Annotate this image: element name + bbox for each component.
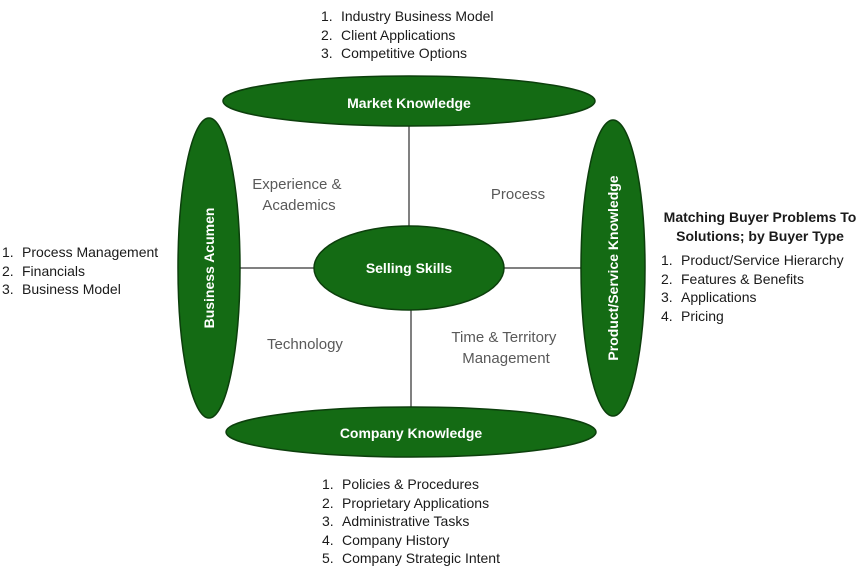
product-service-knowledge-label: Product/Service Knowledge (605, 175, 621, 360)
list-number: 1. (321, 8, 333, 24)
list-number: 2. (321, 26, 333, 43)
list-number: 2. (322, 494, 334, 511)
product-service-knowledge-oval (580, 119, 646, 417)
quadrant-bottom-right-line1: Time & Territory (451, 329, 557, 346)
quadrant-top-left-line2: Academics (262, 197, 335, 214)
selling-skills-oval (313, 225, 505, 311)
market-knowledge-oval (222, 75, 596, 127)
list-text: Company History (342, 531, 450, 548)
list-text: Business Model (22, 281, 121, 297)
quadrant-top-right: Process (491, 186, 545, 203)
list-item: 1. Process Management (2, 243, 158, 262)
list-item: 2. Financials (2, 262, 158, 281)
market-knowledge-label: Market Knowledge (347, 95, 471, 111)
list-item: 5. Company Strategic Intent (322, 549, 500, 568)
list-text: Administrative Tasks (342, 513, 470, 529)
list-item: 4. Company History (322, 531, 500, 550)
quadrant-top-left: Experience & Academics (252, 176, 345, 214)
list-text: Competitive Options (341, 45, 468, 61)
list-number: 2. (661, 270, 673, 287)
business-acumen-list: 1. Process Management 2. Financials 3. Busi… (2, 243, 158, 299)
list-item: 3. Administrative Tasks (322, 512, 500, 531)
list-text: Policies & Procedures (342, 476, 479, 492)
list-text: Applications (681, 289, 757, 305)
list-number: 1. (661, 252, 673, 268)
list-number: 1. (2, 244, 14, 260)
heading-line: Matching Buyer Problems To (663, 209, 857, 225)
product-service-list: 1. Product/Service Hierarchy 2. Features &… (661, 251, 844, 325)
list-text: Financials (22, 262, 86, 279)
list-item: 1. Policies & Procedures (322, 475, 500, 494)
list-text: Pricing (681, 307, 724, 324)
business-acumen-label: Business Acumen (201, 208, 217, 329)
list-number: 3. (2, 281, 14, 297)
list-number: 3. (661, 289, 673, 305)
quadrant-bottom-left-line1: Technology (267, 336, 343, 353)
list-text: Industry Business Model (341, 8, 494, 24)
heading-line: Solutions; by Buyer Type (676, 228, 844, 244)
list-item: 3. Business Model (2, 280, 158, 299)
quadrant-top-left-line1: Experience & (252, 176, 341, 193)
list-number: 3. (321, 45, 333, 61)
list-number: 1. (322, 476, 334, 492)
list-item: 2. Client Applications (321, 26, 494, 45)
market-knowledge-list: 1. Industry Business Model 2. Client Appli… (321, 7, 494, 63)
list-text: Company Strategic Intent (342, 550, 500, 566)
quadrant-bottom-right-line2: Management (462, 350, 550, 367)
list-item: 1. Product/Service Hierarchy (661, 251, 844, 270)
list-item: 3. Competitive Options (321, 44, 494, 63)
business-acumen-oval (177, 117, 241, 419)
company-knowledge-oval (225, 406, 597, 458)
list-item: 2. Proprietary Applications (322, 494, 500, 513)
list-text: Client Applications (341, 26, 456, 43)
list-number: 3. (322, 513, 334, 529)
quadrant-bottom-left: Technology (267, 336, 343, 353)
product-service-heading: Matching Buyer Problems To Solutions; by… (660, 208, 860, 246)
list-item: 2. Features & Benefits (661, 270, 844, 289)
quadrant-bottom-right: Time & Territory Management (451, 329, 560, 367)
list-number: 2. (2, 262, 14, 279)
company-knowledge-label: Company Knowledge (340, 425, 483, 441)
list-number: 4. (322, 531, 334, 548)
list-text: Proprietary Applications (342, 494, 490, 511)
list-item: 1. Industry Business Model (321, 7, 494, 26)
list-item: 4. Pricing (661, 307, 844, 326)
selling-skills-label: Selling Skills (366, 260, 453, 276)
list-number: 4. (661, 307, 673, 324)
list-text: Process Management (22, 244, 159, 260)
list-text: Product/Service Hierarchy (681, 252, 844, 268)
quadrant-top-right-line1: Process (491, 186, 545, 203)
company-knowledge-list: 1. Policies & Procedures 2. Proprietary Ap… (322, 475, 500, 568)
list-number: 5. (322, 550, 334, 566)
list-text: Features & Benefits (681, 270, 804, 287)
list-item: 3. Applications (661, 288, 844, 307)
